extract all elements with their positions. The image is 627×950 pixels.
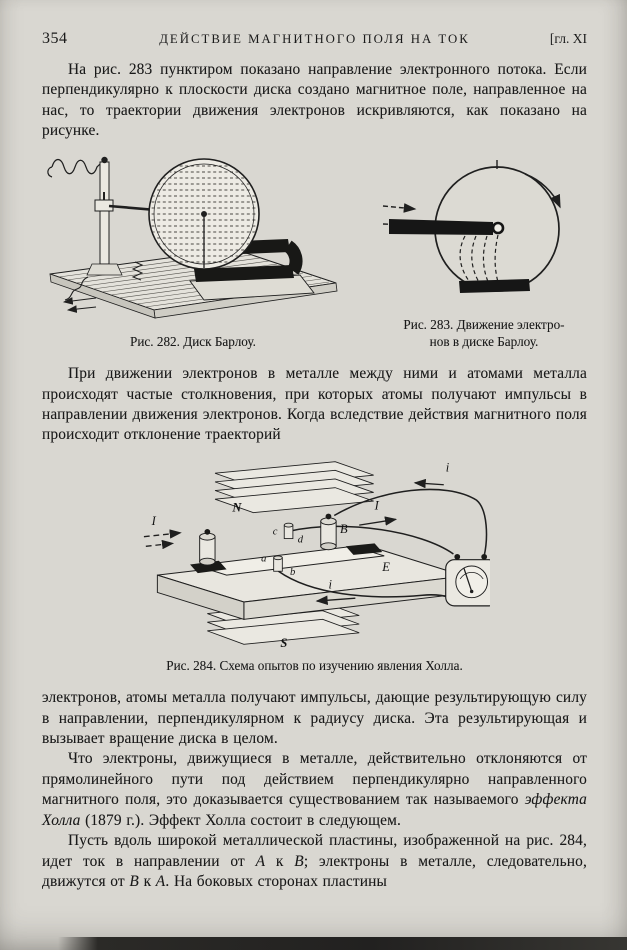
- chapter-heading: [гл. XI: [549, 31, 587, 46]
- galvanometer: [444, 553, 490, 607]
- paragraph-hall-intro: Что электроны, движущиеся в металле, дей…: [42, 749, 587, 831]
- paragraph-resultant-text: электронов, атомы металла получают импул…: [42, 689, 587, 748]
- label-pole-n: N: [231, 500, 242, 514]
- p5-text-e: . На боковых сторонах пластины: [165, 872, 387, 890]
- paragraph-collisions-text: При движении электронов в металле между …: [42, 365, 587, 444]
- hall-plate: [189, 543, 384, 576]
- label-point-c: c: [272, 526, 277, 537]
- figure-284-caption: Рис. 284. Схема опытов по изучению явлен…: [42, 658, 587, 675]
- paragraph-resultant: электронов, атомы металла получают импул…: [42, 688, 587, 749]
- contact-pad: [459, 279, 530, 294]
- label-point-b: b: [290, 567, 295, 578]
- figure-282-drawing: [47, 156, 338, 319]
- page-bottom-shadow: [58, 937, 627, 950]
- running-head: 354 ДЕЙСТВИЕ МАГНИТНОГО ПОЛЯ НА ТОК [гл.…: [42, 30, 587, 48]
- small-spring: [131, 261, 144, 281]
- paragraph-intro: На рис. 283 пунктиром показано направлен…: [42, 60, 587, 142]
- p5-text-b: к: [265, 852, 295, 870]
- current-arrows: [143, 478, 444, 605]
- paragraph-plate-current: Пусть вдоль широкой металлической пласти…: [42, 831, 587, 892]
- label-current-right: I: [373, 498, 379, 512]
- p5-text-c: ; электроны в металле, следовательно, дв…: [42, 852, 587, 890]
- magnet-pole-n-stack: [214, 460, 374, 513]
- stand-post: [86, 156, 123, 276]
- figure-284-block: N S I I i i B a b c d E Рис. 284. Схема: [42, 454, 587, 675]
- running-title: ДЕЙСТВИЕ МАГНИТНОГО ПОЛЯ НА ТОК: [159, 32, 470, 46]
- p5-text-d: к: [138, 872, 156, 890]
- incoming-electron-arrows: [382, 203, 417, 230]
- figure-282-caption-text: Рис. 282. Диск Барлоу.: [130, 333, 256, 349]
- label-point-d: d: [297, 534, 303, 545]
- figure-284-labels: N S I I i i B a b c d E: [150, 460, 449, 650]
- label-point-a: a: [261, 553, 266, 564]
- variable-a2: A: [155, 872, 166, 890]
- label-terminal-b: B: [339, 522, 347, 536]
- barlow-disk: [148, 157, 260, 270]
- figure-283-caption-line2: нов в диске Барлоу.: [429, 333, 539, 349]
- label-plate-e: E: [381, 560, 390, 574]
- paragraph-intro-text: На рис. 283 пунктиром показано направлен…: [42, 61, 587, 140]
- lead-wires: [62, 276, 97, 313]
- variable-a: A: [255, 852, 266, 870]
- page-content: 354 ДЕЙСТВИЕ МАГНИТНОГО ПОЛЯ НА ТОК [гл.…: [42, 30, 587, 892]
- figure-283-caption: Рис. 283. Движение электро- нов в диске …: [381, 317, 587, 350]
- page-number: 354: [42, 30, 68, 47]
- p4-text-a: Что электроны, движущиеся в металле, дей…: [42, 750, 587, 809]
- p5-text-a: Пусть вдоль широкой металлической пласти…: [42, 832, 587, 870]
- rotation-arrow: [524, 173, 561, 209]
- label-current-top: i: [445, 460, 449, 474]
- p4-text-b: (1879 г.). Эффект Холла состоит в следую…: [80, 811, 401, 829]
- center-contact: [491, 221, 505, 235]
- figure-283-drawing: [382, 160, 561, 294]
- figure-284: N S I I i i B a b c d E Рис. 284. Схема: [42, 454, 587, 675]
- current-bar: [389, 219, 493, 236]
- hall-effect-term: эффекта Холла: [42, 791, 587, 829]
- figure-282-caption: Рис. 282. Диск Барлоу.: [42, 334, 344, 351]
- label-pole-s: S: [280, 636, 287, 650]
- label-current-left: I: [150, 514, 156, 528]
- binding-posts: [198, 513, 337, 572]
- figure-row: Рис. 282. Диск Барлоу.: [42, 150, 587, 351]
- variable-b: B: [294, 852, 304, 870]
- variable-b2: B: [129, 872, 139, 890]
- figure-284-drawing: N S I I i i B a b c d E: [143, 460, 490, 650]
- figure-284-caption-text: Рис. 284. Схема опытов по изучению явлен…: [166, 657, 463, 673]
- figure-282: Рис. 282. Диск Барлоу.: [42, 150, 344, 351]
- figure-283: Рис. 283. Движение электро- нов в диске …: [381, 155, 587, 350]
- figure-283-caption-line1: Рис. 283. Движение электро-: [403, 317, 565, 333]
- label-current-bottom: i: [328, 577, 332, 591]
- spring-wire-top: [47, 158, 101, 178]
- horseshoe-magnet: [194, 240, 303, 282]
- paragraph-collisions: При движении электронов в металле между …: [42, 364, 587, 446]
